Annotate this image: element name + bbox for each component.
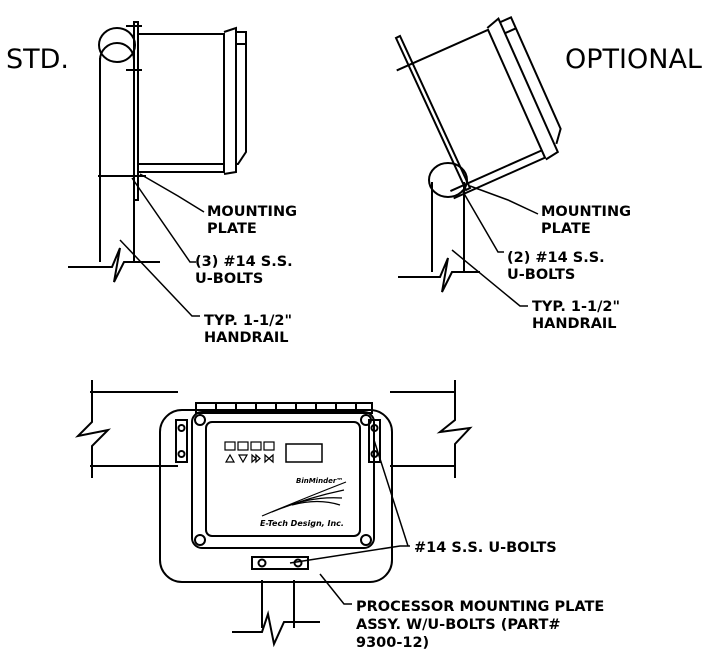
opt-leader-ubolt bbox=[461, 189, 504, 253]
opt-leader-handrail bbox=[451, 249, 528, 307]
opt-handrail-label-2: HANDRAIL bbox=[532, 316, 617, 332]
optional-view bbox=[394, 16, 562, 307]
front-view bbox=[74, 380, 473, 648]
std-mounting-plate bbox=[133, 21, 139, 201]
opt-leader-plate bbox=[469, 185, 539, 215]
front-handrail-vertical bbox=[261, 580, 295, 628]
front-assembly-label-2: ASSY. W/U-BOLTS (PART# bbox=[356, 617, 561, 633]
opt-plate-label-2: PLATE bbox=[541, 221, 591, 237]
front-break-bottom bbox=[232, 610, 320, 648]
opt-ubolt-label-1: (2) #14 S.S. bbox=[507, 250, 605, 266]
std-view bbox=[68, 21, 247, 317]
device-maker-logo: E-Tech Design, Inc. bbox=[260, 519, 344, 528]
front-leader-assembly bbox=[319, 573, 352, 605]
std-ubolt-label-1: (3) #14 S.S. bbox=[195, 254, 293, 270]
front-display bbox=[285, 443, 323, 463]
front-ubolt-bottom bbox=[251, 556, 309, 570]
front-break-right bbox=[436, 380, 473, 478]
front-enclosure bbox=[191, 411, 375, 549]
std-plate-label-1: MOUNTING bbox=[207, 204, 297, 220]
opt-mounting-plate bbox=[394, 34, 472, 192]
std-leader-ubolt bbox=[131, 177, 196, 263]
std-leader-plate bbox=[139, 173, 205, 213]
std-handrail-pipe bbox=[99, 58, 135, 262]
device-brand: BinMinder™ bbox=[296, 477, 343, 485]
front-assembly-label-1: PROCESSOR MOUNTING PLATE bbox=[356, 599, 604, 615]
front-ubolt-left bbox=[175, 419, 188, 463]
std-plate-label-2: PLATE bbox=[207, 221, 257, 237]
std-handrail-label-1: TYP. 1-1/2" bbox=[204, 313, 292, 329]
front-ubolt-right bbox=[368, 419, 381, 463]
front-swoosh-logo bbox=[261, 481, 347, 517]
front-keypad bbox=[224, 441, 275, 464]
opt-ubolt-label-2: U-BOLTS bbox=[507, 267, 575, 283]
optional-title: OPTIONAL bbox=[565, 44, 702, 75]
opt-handrail-label-1: TYP. 1-1/2" bbox=[532, 299, 620, 315]
std-ubolt-label-2: U-BOLTS bbox=[195, 271, 263, 287]
front-leader-ubolt-bottom bbox=[289, 545, 410, 564]
opt-plate-label-1: MOUNTING bbox=[541, 204, 631, 220]
opt-handrail-pipe bbox=[431, 182, 465, 272]
front-break-left bbox=[74, 380, 112, 478]
std-break-symbol bbox=[68, 247, 160, 283]
front-leader-ubolt-right bbox=[373, 439, 409, 547]
front-assembly-label-3: 9300-12) bbox=[356, 635, 429, 651]
front-ubolts-label: #14 S.S. U-BOLTS bbox=[414, 540, 557, 556]
std-handrail-label-2: HANDRAIL bbox=[204, 330, 289, 346]
std-title: STD. bbox=[6, 44, 69, 75]
opt-enclosure-side bbox=[396, 16, 562, 200]
opt-break-symbol bbox=[398, 257, 480, 293]
std-leader-handrail bbox=[119, 239, 200, 317]
std-enclosure-side bbox=[138, 33, 225, 173]
